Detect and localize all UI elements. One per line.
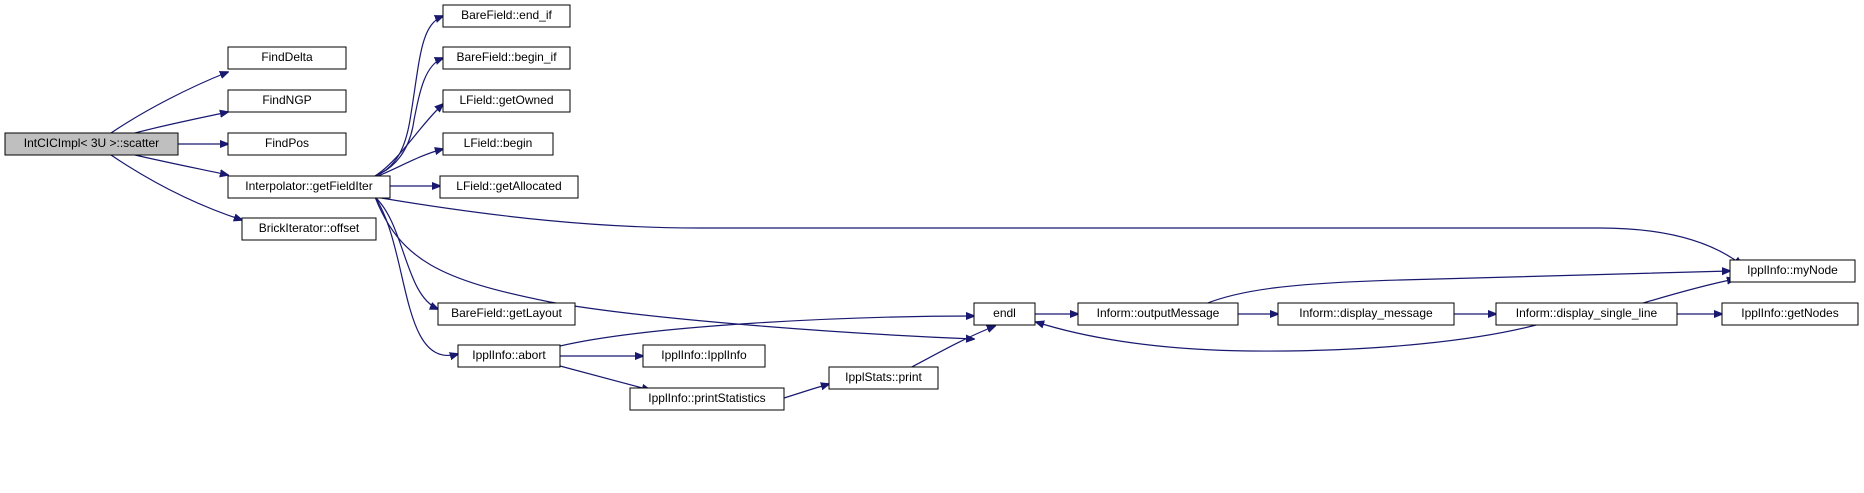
svg-text:FindPos: FindPos [265, 136, 309, 150]
svg-text:FindNGP: FindNGP [262, 93, 311, 107]
edge-gfi-lfieldbegin [377, 149, 443, 177]
edge-gfi-endl [374, 196, 974, 339]
edge-gfi-abort [374, 196, 458, 355]
edge-displaysingleline-endl [1036, 322, 1541, 352]
node-scatter[interactable]: IntCICImpl< 3U >::scatter [4, 132, 179, 156]
edge-scatter-findngp [134, 112, 228, 134]
node-output-message[interactable]: Inform::outputMessage [1077, 302, 1239, 326]
edge-outputmessage-mynode [1204, 271, 1730, 305]
svg-text:Inform::display_single_line: Inform::display_single_line [1516, 306, 1658, 320]
node-get-allocated[interactable]: LField::getAllocated [439, 175, 579, 199]
svg-text:IpplInfo::getNodes: IpplInfo::getNodes [1741, 306, 1838, 320]
svg-text:BareField::begin_if: BareField::begin_if [456, 50, 557, 64]
edge-gfi-mynode [374, 196, 1742, 265]
edge-printstatistics-statsprint [783, 384, 829, 399]
node-find-delta[interactable]: FindDelta [227, 46, 347, 70]
svg-text:IpplInfo::abort: IpplInfo::abort [472, 348, 546, 362]
edges [110, 16, 1742, 399]
node-stats-print[interactable]: IpplStats::print [828, 366, 939, 390]
svg-text:LField::begin: LField::begin [464, 136, 533, 150]
edge-scatter-finddelta [110, 72, 228, 134]
svg-text:IpplInfo::myNode: IpplInfo::myNode [1747, 263, 1838, 277]
node-get-owned[interactable]: LField::getOwned [442, 89, 571, 113]
node-brick-offset[interactable]: BrickIterator::offset [241, 217, 377, 241]
svg-text:IntCICImpl< 3U >::scatter: IntCICImpl< 3U >::scatter [24, 136, 159, 150]
svg-text:Inform::outputMessage: Inform::outputMessage [1097, 306, 1220, 320]
edge-gfi-beginif [374, 58, 443, 177]
svg-text:endl: endl [993, 306, 1016, 320]
edge-displaysingleline-mynode [1639, 279, 1735, 305]
edge-scatter-brickoffset [110, 154, 242, 220]
edge-abort-printstatistics [559, 365, 650, 390]
node-get-layout[interactable]: BareField::getLayout [437, 302, 576, 326]
edge-gfi-getlayout [374, 196, 438, 309]
node-endl[interactable]: endl [973, 302, 1036, 326]
svg-text:BareField::end_if: BareField::end_if [461, 8, 552, 22]
svg-text:LField::getAllocated: LField::getAllocated [456, 179, 561, 193]
edge-scatter-getfielditer [134, 154, 228, 175]
svg-text:Interpolator::getFieldIter: Interpolator::getFieldIter [245, 179, 372, 193]
svg-text:LField::getOwned: LField::getOwned [459, 93, 553, 107]
nodes: IntCICImpl< 3U >::scatter FindDelta Find… [4, 4, 1859, 411]
svg-text:IpplInfo::printStatistics: IpplInfo::printStatistics [648, 391, 765, 405]
node-display-message[interactable]: Inform::display_message [1277, 302, 1455, 326]
node-find-ngp[interactable]: FindNGP [227, 89, 347, 113]
node-get-nodes[interactable]: IpplInfo::getNodes [1721, 302, 1859, 326]
node-end-if[interactable]: BareField::end_if [442, 4, 571, 28]
node-ippl-info-ctor[interactable]: IpplInfo::IpplInfo [642, 344, 766, 368]
edge-abort-endl [559, 316, 974, 347]
edge-gfi-getowned [374, 104, 443, 177]
node-lfield-begin[interactable]: LField::begin [442, 132, 554, 156]
svg-text:FindDelta: FindDelta [261, 50, 313, 64]
svg-text:IpplStats::print: IpplStats::print [845, 370, 922, 384]
node-get-field-iter[interactable]: Interpolator::getFieldIter [227, 175, 391, 199]
edge-gfi-endif [374, 16, 443, 177]
svg-text:BareField::getLayout: BareField::getLayout [451, 306, 562, 320]
node-find-pos[interactable]: FindPos [227, 132, 347, 156]
svg-text:IpplInfo::IpplInfo: IpplInfo::IpplInfo [661, 348, 747, 362]
node-print-statistics[interactable]: IpplInfo::printStatistics [629, 387, 785, 411]
edge-statsprint-endl [905, 326, 995, 371]
node-begin-if[interactable]: BareField::begin_if [442, 46, 571, 70]
node-abort[interactable]: IpplInfo::abort [457, 344, 561, 368]
svg-text:BrickIterator::offset: BrickIterator::offset [259, 221, 360, 235]
node-my-node[interactable]: IpplInfo::myNode [1729, 259, 1856, 283]
svg-text:Inform::display_message: Inform::display_message [1299, 306, 1433, 320]
node-display-single-line[interactable]: Inform::display_single_line [1495, 302, 1678, 326]
